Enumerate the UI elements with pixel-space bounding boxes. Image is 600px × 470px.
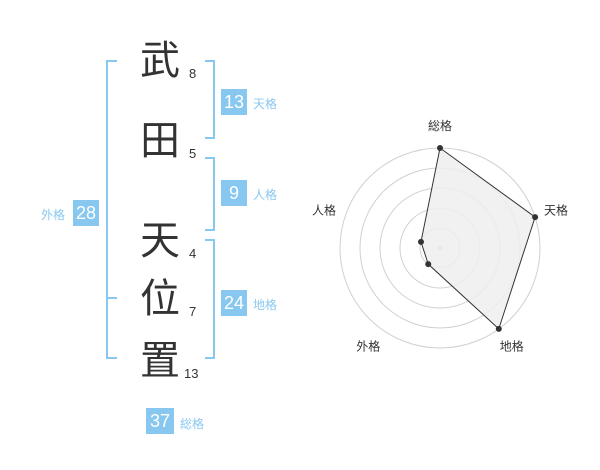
radar-value-polygon xyxy=(420,147,536,330)
soukaku-value: 37 xyxy=(146,408,174,434)
tenkaku-label: 天格 xyxy=(253,97,278,111)
radar-axis-label-3: 地格 xyxy=(500,339,524,354)
tenkaku-value: 13 xyxy=(221,89,247,115)
name-char-5: 置 xyxy=(140,338,180,384)
radar-axis-label-2: 天格 xyxy=(544,202,568,217)
name-char-4: 位 xyxy=(140,276,180,322)
chikaku-label: 地格 xyxy=(253,298,278,312)
stroke-count-4: 7 xyxy=(189,304,197,319)
gaikaku-value: 28 xyxy=(73,200,99,226)
radar-point-2 xyxy=(532,214,539,221)
jinkaku-bracket xyxy=(205,157,215,231)
jinkaku-label: 人格 xyxy=(253,188,278,202)
gaikaku-bracket xyxy=(106,60,117,359)
radar-axis-label-4: 外格 xyxy=(356,339,380,354)
radar-point-5 xyxy=(417,238,424,245)
name-char-1: 武 xyxy=(140,38,180,84)
radar-axis-label-5: 人格 xyxy=(312,202,336,217)
stroke-count-3: 4 xyxy=(189,246,197,261)
tenkaku-bracket xyxy=(205,60,215,139)
chikaku-bracket xyxy=(205,239,215,359)
jinkaku-value: 9 xyxy=(221,180,247,206)
radar-point-3 xyxy=(495,325,502,332)
name-char-3: 天 xyxy=(140,218,180,264)
radar-point-4 xyxy=(425,261,432,268)
radar-axis-label-1: 総格 xyxy=(428,118,452,133)
chikaku-value: 24 xyxy=(221,290,247,316)
stroke-count-1: 8 xyxy=(189,66,197,81)
stroke-count-2: 5 xyxy=(189,146,197,161)
name-char-2: 田 xyxy=(140,118,180,164)
soukaku-label: 総格 xyxy=(180,417,205,431)
stroke-count-5: 13 xyxy=(184,366,199,381)
gaikaku-label: 外格 xyxy=(41,208,66,222)
radar-point-1 xyxy=(437,145,443,151)
